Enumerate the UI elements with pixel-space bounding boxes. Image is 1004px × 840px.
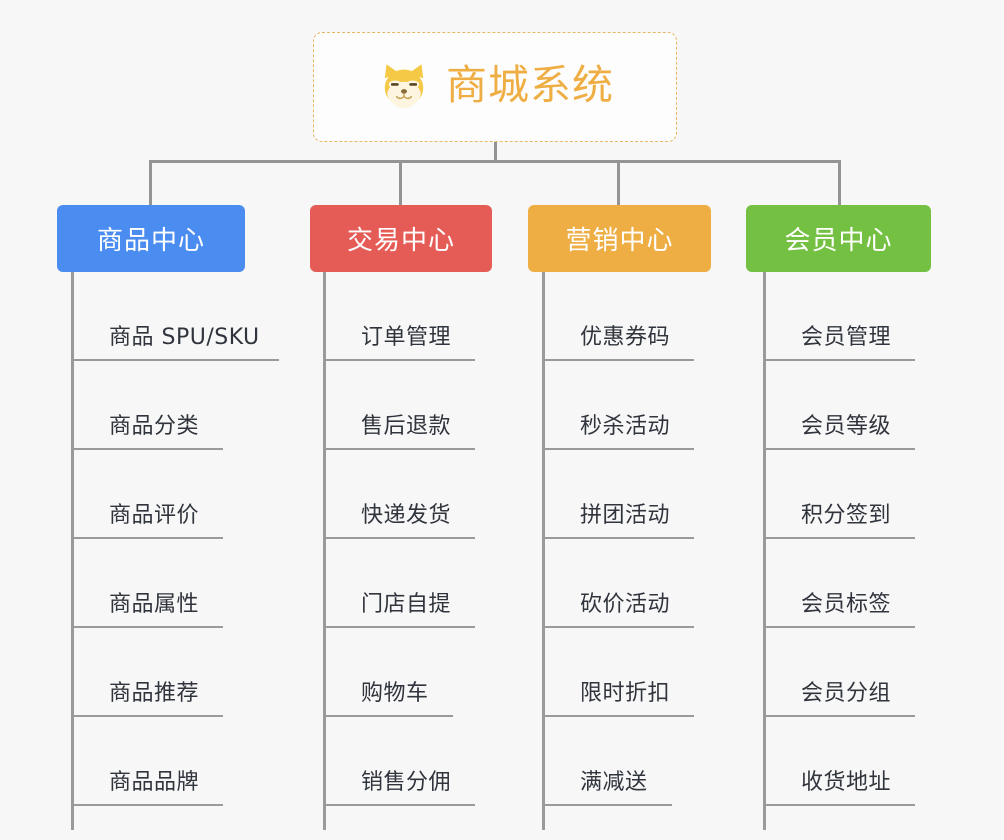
leaf-label: 满减送 — [580, 770, 648, 795]
leaf-underline — [323, 804, 475, 806]
leaf-item[interactable]: 收货地址 — [763, 717, 915, 806]
connector-drop-2 — [399, 160, 402, 206]
leaf-label: 砍价活动 — [580, 592, 671, 617]
leaf-underline — [542, 626, 694, 628]
connector-drop-1 — [149, 160, 152, 206]
leaf-item[interactable]: 秒杀活动 — [542, 361, 694, 450]
leaf-label: 快递发货 — [361, 503, 452, 528]
leaf-label: 限时折扣 — [580, 681, 671, 706]
leaf-label: 商品分类 — [109, 414, 200, 439]
leaf-underline — [542, 359, 694, 361]
leaf-item[interactable]: 会员标签 — [763, 539, 915, 628]
root-title: 商城系统 — [446, 61, 614, 109]
connector-drop-3 — [617, 160, 620, 206]
leaf-underline — [542, 537, 694, 539]
leaf-label: 商品 SPU/SKU — [109, 325, 260, 350]
leaf-label: 销售分佣 — [361, 770, 452, 795]
leaf-item[interactable]: 优惠券码 — [542, 272, 694, 361]
leaf-item[interactable]: 会员分组 — [763, 628, 915, 717]
category-label: 营销中心 — [565, 226, 674, 256]
leaf-underline — [542, 715, 694, 717]
leaf-label: 售后退款 — [361, 414, 452, 439]
category-box-marketing[interactable]: 营销中心 — [528, 205, 711, 272]
leaf-label: 商品推荐 — [109, 681, 200, 706]
shiba-dog-face-icon — [376, 59, 432, 115]
leaf-label: 购物车 — [361, 681, 429, 706]
leaf-label: 积分签到 — [801, 503, 892, 528]
leaf-label: 商品属性 — [109, 592, 200, 617]
leaf-item[interactable]: 订单管理 — [323, 272, 475, 361]
leaf-item[interactable]: 商品属性 — [71, 539, 223, 628]
leaf-underline — [71, 537, 223, 539]
leaf-label: 商品评价 — [109, 503, 200, 528]
leaf-label: 拼团活动 — [580, 503, 671, 528]
leaf-label: 门店自提 — [361, 592, 452, 617]
category-label: 商品中心 — [96, 226, 205, 256]
category-box-trade[interactable]: 交易中心 — [310, 205, 492, 272]
leaf-underline — [323, 359, 475, 361]
leaf-item[interactable]: 商品 SPU/SKU — [71, 272, 279, 361]
leaf-label: 优惠券码 — [580, 325, 671, 350]
leaf-label: 会员分组 — [801, 681, 892, 706]
leaf-item[interactable]: 商品评价 — [71, 450, 223, 539]
leaf-underline — [763, 715, 915, 717]
leaf-label: 会员管理 — [801, 325, 892, 350]
leaf-underline — [763, 804, 915, 806]
leaf-item[interactable]: 商品品牌 — [71, 717, 223, 806]
leaf-item[interactable]: 限时折扣 — [542, 628, 694, 717]
leaf-label: 收货地址 — [801, 770, 892, 795]
leaf-item[interactable]: 商品推荐 — [71, 628, 223, 717]
leaf-underline — [323, 715, 453, 717]
category-box-member[interactable]: 会员中心 — [746, 205, 931, 272]
leaf-item[interactable]: 会员管理 — [763, 272, 915, 361]
leaf-label: 会员等级 — [801, 414, 892, 439]
leaf-underline — [763, 626, 915, 628]
leaf-underline — [542, 448, 694, 450]
leaf-underline — [71, 626, 223, 628]
leaf-underline — [71, 448, 223, 450]
leaf-label: 会员标签 — [801, 592, 892, 617]
leaf-item[interactable]: 门店自提 — [323, 539, 475, 628]
leaf-item[interactable]: 拼团活动 — [542, 450, 694, 539]
leaf-underline — [323, 448, 475, 450]
connector-drop-4 — [838, 160, 841, 206]
leaf-item[interactable]: 售后退款 — [323, 361, 475, 450]
connector-horizontal-bus — [149, 160, 841, 163]
leaf-item[interactable]: 快递发货 — [323, 450, 475, 539]
branch-spine — [542, 272, 545, 830]
leaf-item[interactable]: 会员等级 — [763, 361, 915, 450]
leaf-item[interactable]: 商品分类 — [71, 361, 223, 450]
category-label: 会员中心 — [784, 226, 893, 256]
leaf-item[interactable]: 购物车 — [323, 628, 453, 717]
leaf-underline — [763, 359, 915, 361]
category-label: 交易中心 — [346, 226, 455, 256]
leaf-item[interactable]: 砍价活动 — [542, 539, 694, 628]
leaf-underline — [763, 448, 915, 450]
leaf-item[interactable]: 满减送 — [542, 717, 672, 806]
connector-root-stem — [494, 142, 497, 163]
leaf-label: 秒杀活动 — [580, 414, 671, 439]
branch-spine — [763, 272, 766, 830]
leaf-item[interactable]: 积分签到 — [763, 450, 915, 539]
leaf-underline — [323, 537, 475, 539]
leaf-underline — [71, 804, 223, 806]
branch-spine — [323, 272, 326, 830]
branch-spine — [71, 272, 74, 830]
leaf-underline — [542, 804, 672, 806]
leaf-underline — [323, 626, 475, 628]
leaf-label: 商品品牌 — [109, 770, 200, 795]
leaf-underline — [71, 359, 279, 361]
root-node[interactable]: 商城系统 — [313, 32, 677, 142]
leaf-item[interactable]: 销售分佣 — [323, 717, 475, 806]
category-box-product[interactable]: 商品中心 — [57, 205, 245, 272]
leaf-underline — [71, 715, 223, 717]
leaf-underline — [763, 537, 915, 539]
leaf-label: 订单管理 — [361, 325, 452, 350]
